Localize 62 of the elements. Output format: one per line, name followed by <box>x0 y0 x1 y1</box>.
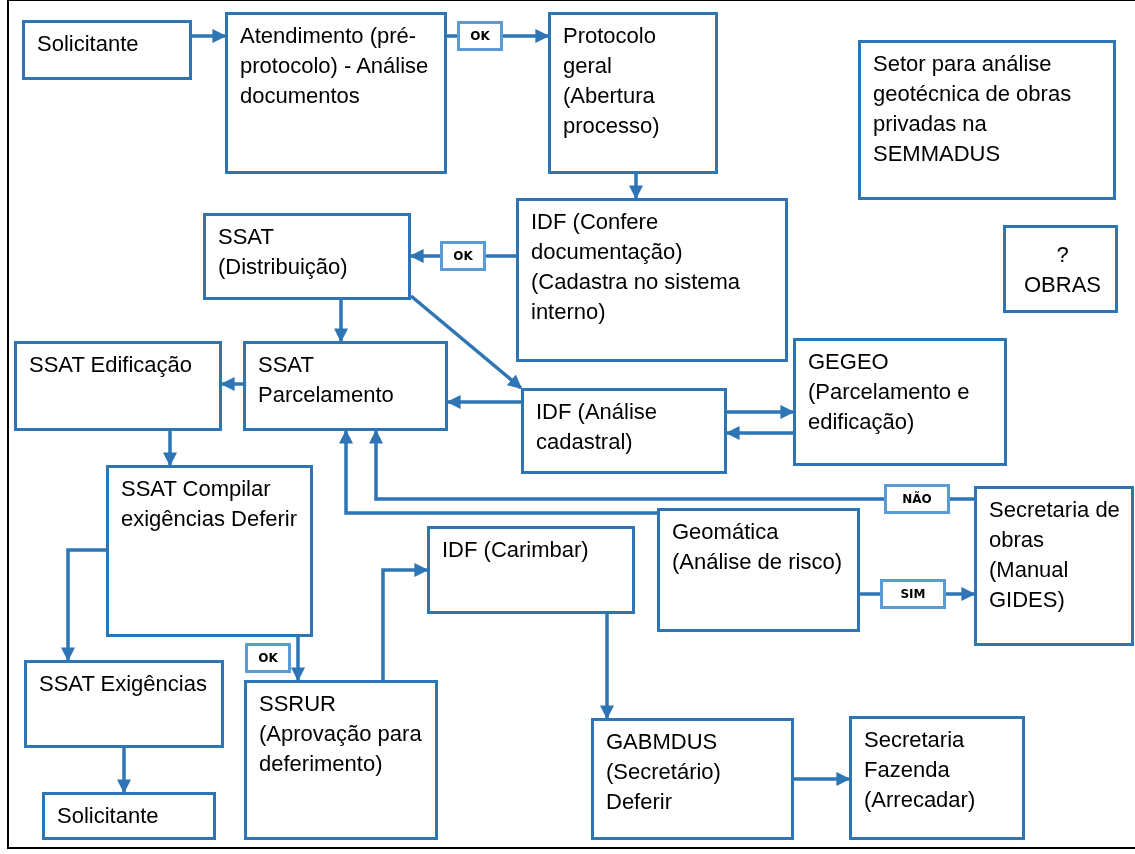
box-text: SSAT (Distribuição) <box>218 223 349 281</box>
box-text: Setor para análise geotécnica de obras privadas na SEMMADUS <box>873 50 1073 168</box>
arrow <box>291 637 305 682</box>
arrow <box>117 748 131 794</box>
process-box <box>14 341 222 431</box>
box-text: Atendimento (pré-protocolo) - Análise documentos <box>240 22 430 110</box>
box-text: GABMDUS (Secretário) Deferir <box>606 728 722 816</box>
arrow <box>61 548 106 662</box>
process-box <box>225 12 447 174</box>
box-text: IDF (Carimbar) <box>442 536 590 564</box>
arrow <box>369 429 974 501</box>
box-text: Solicitante <box>57 802 160 830</box>
arrow <box>725 426 793 440</box>
box-text: SSAT Exigências <box>39 670 208 698</box>
box-text: Secretaria Fazenda (Arrecadar) <box>864 726 977 814</box>
box-text: ? OBRAS <box>1023 241 1102 299</box>
edge-label: NÃO <box>884 484 950 514</box>
process-box <box>858 40 1116 200</box>
process-box <box>516 198 788 362</box>
box-text: IDF (Confere documentação) (Cadastra no sistema interno) <box>531 208 742 326</box>
edge-label: OK <box>245 643 291 673</box>
process-box <box>1003 225 1118 313</box>
edge-label: OK <box>457 21 503 51</box>
process-box <box>849 716 1025 840</box>
box-text: Secretaria de obras (Manual GIDES) <box>989 496 1121 614</box>
box-text: SSAT Edificação <box>29 351 194 379</box>
process-box <box>244 680 438 840</box>
edge-label: OK <box>440 241 486 271</box>
edge-label: SIM <box>880 579 946 609</box>
box-text: GEGEO (Parcelamento e edificação) <box>808 348 971 436</box>
arrow <box>629 174 643 200</box>
process-box <box>521 388 727 474</box>
arrow <box>192 29 227 43</box>
process-box <box>24 660 224 748</box>
box-text: Solicitante <box>37 30 140 58</box>
process-box <box>106 465 313 637</box>
process-box <box>42 792 216 840</box>
arrow <box>334 300 348 343</box>
process-box <box>974 486 1134 646</box>
arrow <box>220 377 243 391</box>
arrow <box>163 431 177 467</box>
box-text: SSAT Compilar exigências Deferir <box>121 475 299 533</box>
box-text: Protocolo geral (Abertura processo) <box>563 22 661 140</box>
process-box <box>793 338 1007 466</box>
process-box <box>203 213 411 300</box>
box-text: SSRUR (Aprovação para deferimento) <box>259 690 423 778</box>
arrow <box>409 294 523 390</box>
arrow <box>446 395 521 409</box>
arrow <box>339 429 657 515</box>
process-box <box>243 341 448 431</box>
process-box <box>427 526 635 614</box>
arrow <box>600 614 614 720</box>
arrow <box>381 563 429 680</box>
box-text: Geomática (Análise de risco) <box>672 518 843 576</box>
process-box <box>591 718 794 840</box>
box-text: SSAT Parcelamento <box>258 351 395 409</box>
arrow <box>727 405 795 419</box>
arrow <box>794 772 851 786</box>
process-box <box>657 508 860 632</box>
box-text: IDF (Análise cadastral) <box>536 398 659 456</box>
process-box <box>22 20 192 80</box>
process-box <box>548 12 718 174</box>
